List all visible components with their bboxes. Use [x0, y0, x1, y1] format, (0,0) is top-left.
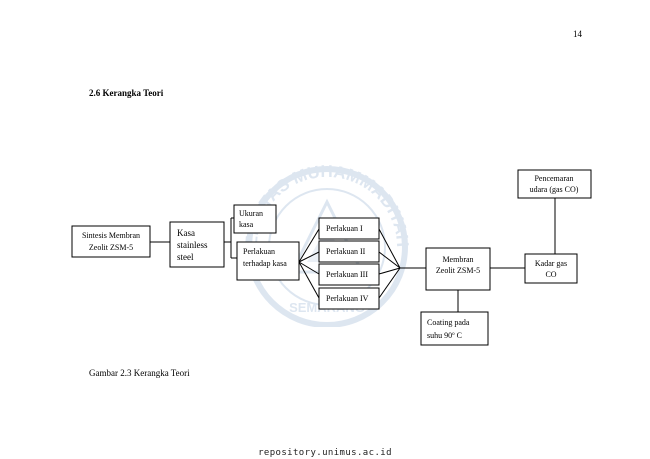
- repository-footer: repository.unimus.ac.id: [258, 448, 392, 458]
- connector-perlakuan-p2: [298, 251, 320, 263]
- connector-p2-membran: [378, 251, 401, 269]
- node-pencemaran-udara: Pencemaran udara (gas CO): [517, 169, 592, 199]
- svg-text:Membran: Membran: [442, 255, 473, 264]
- node-perlakuan-1: Perlakuan I: [318, 217, 380, 240]
- node-perlakuan-2: Perlakuan II: [318, 240, 380, 263]
- connector-perlakuan-p1: [298, 228, 320, 263]
- svg-text:Pencemaran: Pencemaran: [534, 174, 573, 183]
- svg-text:udara (gas CO): udara (gas CO): [530, 185, 579, 194]
- svg-text:Perlakuan IV: Perlakuan IV: [326, 294, 369, 303]
- node-perlakuan-terhadap-kasa: Perlakuan terhadap kasa: [236, 241, 300, 281]
- node-perlakuan-4: Perlakuan IV: [318, 287, 380, 310]
- connector-perlakuan-p3: [298, 261, 320, 275]
- connector-p4-membran: [378, 267, 401, 299]
- section-title: 2.6 Kerangka Teori: [89, 88, 164, 98]
- svg-text:stainless: stainless: [177, 240, 208, 250]
- connector-p3-membran: [378, 267, 401, 275]
- svg-text:Coating pada: Coating pada: [427, 318, 470, 327]
- svg-text:Zeolit ZSM-5: Zeolit ZSM-5: [436, 266, 480, 275]
- svg-text:Perlakuan I: Perlakuan I: [326, 224, 363, 233]
- node-kasa-stainless-steel: Kasa stainless steel: [169, 221, 225, 268]
- svg-text:Perlakuan III: Perlakuan III: [326, 270, 368, 279]
- svg-text:Kadar gas: Kadar gas: [535, 259, 567, 268]
- figure-caption: Gambar 2.3 Kerangka Teori: [89, 368, 190, 378]
- node-perlakuan-3: Perlakuan III: [318, 263, 380, 286]
- svg-text:Sintesis Membran: Sintesis Membran: [82, 231, 140, 240]
- node-coating: Coating pada suhu 90o C: [420, 311, 489, 346]
- svg-text:kasa: kasa: [239, 220, 254, 229]
- node-kadar-gas-co: Kadar gas CO: [524, 253, 578, 284]
- connector-perlakuan-p4: [298, 261, 320, 299]
- connector-p1-membran: [378, 228, 401, 269]
- svg-text:Perlakuan: Perlakuan: [243, 247, 275, 256]
- svg-text:Perlakuan II: Perlakuan II: [326, 247, 366, 256]
- node-sintesis-membran: Sintesis Membran Zeolit ZSM-5: [71, 225, 151, 258]
- svg-text:CO: CO: [545, 270, 556, 279]
- svg-text:Ukuran: Ukuran: [239, 209, 263, 218]
- svg-text:Kasa: Kasa: [177, 228, 195, 238]
- node-ukuran-kasa: Ukuran kasa: [233, 204, 277, 234]
- node-membran-zeolit: Membran Zeolit ZSM-5: [425, 247, 491, 291]
- svg-text:Zeolit ZSM-5: Zeolit ZSM-5: [89, 243, 133, 252]
- page-number: 14: [573, 29, 582, 39]
- svg-text:steel: steel: [177, 252, 194, 262]
- svg-text:terhadap kasa: terhadap kasa: [243, 259, 287, 268]
- svg-text:suhu 90o C: suhu 90o C: [427, 331, 462, 340]
